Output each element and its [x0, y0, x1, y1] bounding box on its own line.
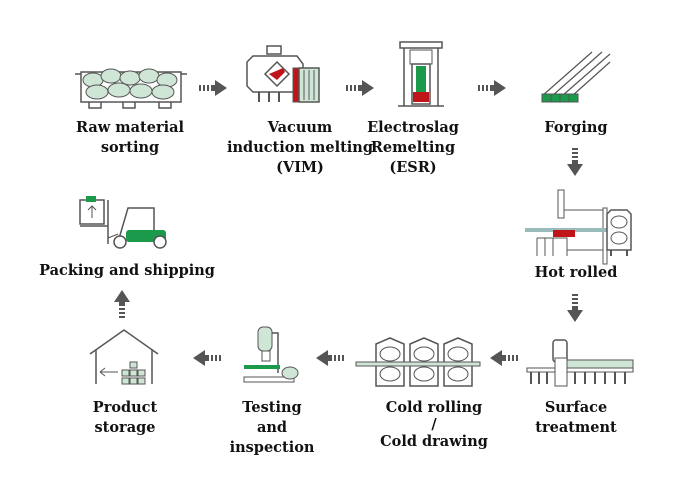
- arrow-right-3: [478, 80, 506, 96]
- label-line: Product: [92, 399, 158, 416]
- esr-furnace-icon: [398, 41, 444, 107]
- step-label-forging: Forging: [544, 118, 607, 138]
- step-label-surface-treatment: Surface treatment: [535, 398, 616, 438]
- arrow-left-1: [490, 350, 518, 366]
- label-line: Surface: [544, 399, 608, 416]
- arrow-right-1: [199, 80, 227, 96]
- vacuum-furnace-icon: [246, 45, 320, 103]
- label-line: /: [431, 416, 437, 433]
- label-line: treatment: [535, 419, 617, 436]
- label-line: Packing and shipping: [39, 262, 215, 279]
- step-label-product-storage: Product storage: [93, 398, 157, 438]
- microscope-icon: [243, 326, 299, 383]
- label-line: Cold rolling: [385, 399, 483, 416]
- label-line: sorting: [100, 139, 160, 156]
- label-line: and: [256, 419, 288, 436]
- label-line: (ESR): [389, 159, 437, 176]
- step-label-vim: Vacuum induction melting (VIM): [227, 118, 373, 178]
- arrow-left-3: [193, 350, 221, 366]
- label-line: (VIM): [276, 159, 324, 176]
- label-line: Testing: [242, 399, 302, 416]
- label-line: Cold drawing: [380, 433, 488, 450]
- step-label-cold-rolling: Cold rolling/Cold drawing: [380, 398, 488, 452]
- step-label-raw-material: Raw material sorting: [76, 118, 184, 158]
- label-line: Vacuum: [267, 119, 333, 136]
- arrow-right-2: [346, 80, 374, 96]
- hot-rolling-mill-icon: [525, 189, 632, 265]
- step-label-testing: Testing and inspection: [230, 398, 315, 458]
- warehouse-icon: [89, 329, 159, 385]
- arrow-down-1: [567, 148, 583, 176]
- label-line: Raw material: [75, 119, 185, 136]
- label-line: Hot rolled: [534, 264, 618, 281]
- forklift-icon: [79, 196, 167, 249]
- step-label-packing: Packing and shipping: [39, 261, 215, 281]
- label-line: Forging: [544, 119, 608, 136]
- label-line: Electroslag: [367, 119, 459, 136]
- surface-treatment-icon: [526, 339, 634, 387]
- forged-bars-icon: [541, 51, 611, 103]
- step-label-hot-rolled: Hot rolled: [535, 263, 618, 283]
- ore-bin-icon: [75, 68, 187, 109]
- label-line: inspection: [229, 439, 315, 456]
- cold-rolling-mill-icon: [355, 337, 481, 387]
- label-line: induction melting: [227, 139, 373, 156]
- arrow-left-2: [316, 350, 344, 366]
- arrow-down-2: [567, 294, 583, 322]
- label-line: storage: [94, 419, 156, 436]
- arrow-up-1: [114, 290, 130, 318]
- label-line: Remelting: [370, 139, 456, 156]
